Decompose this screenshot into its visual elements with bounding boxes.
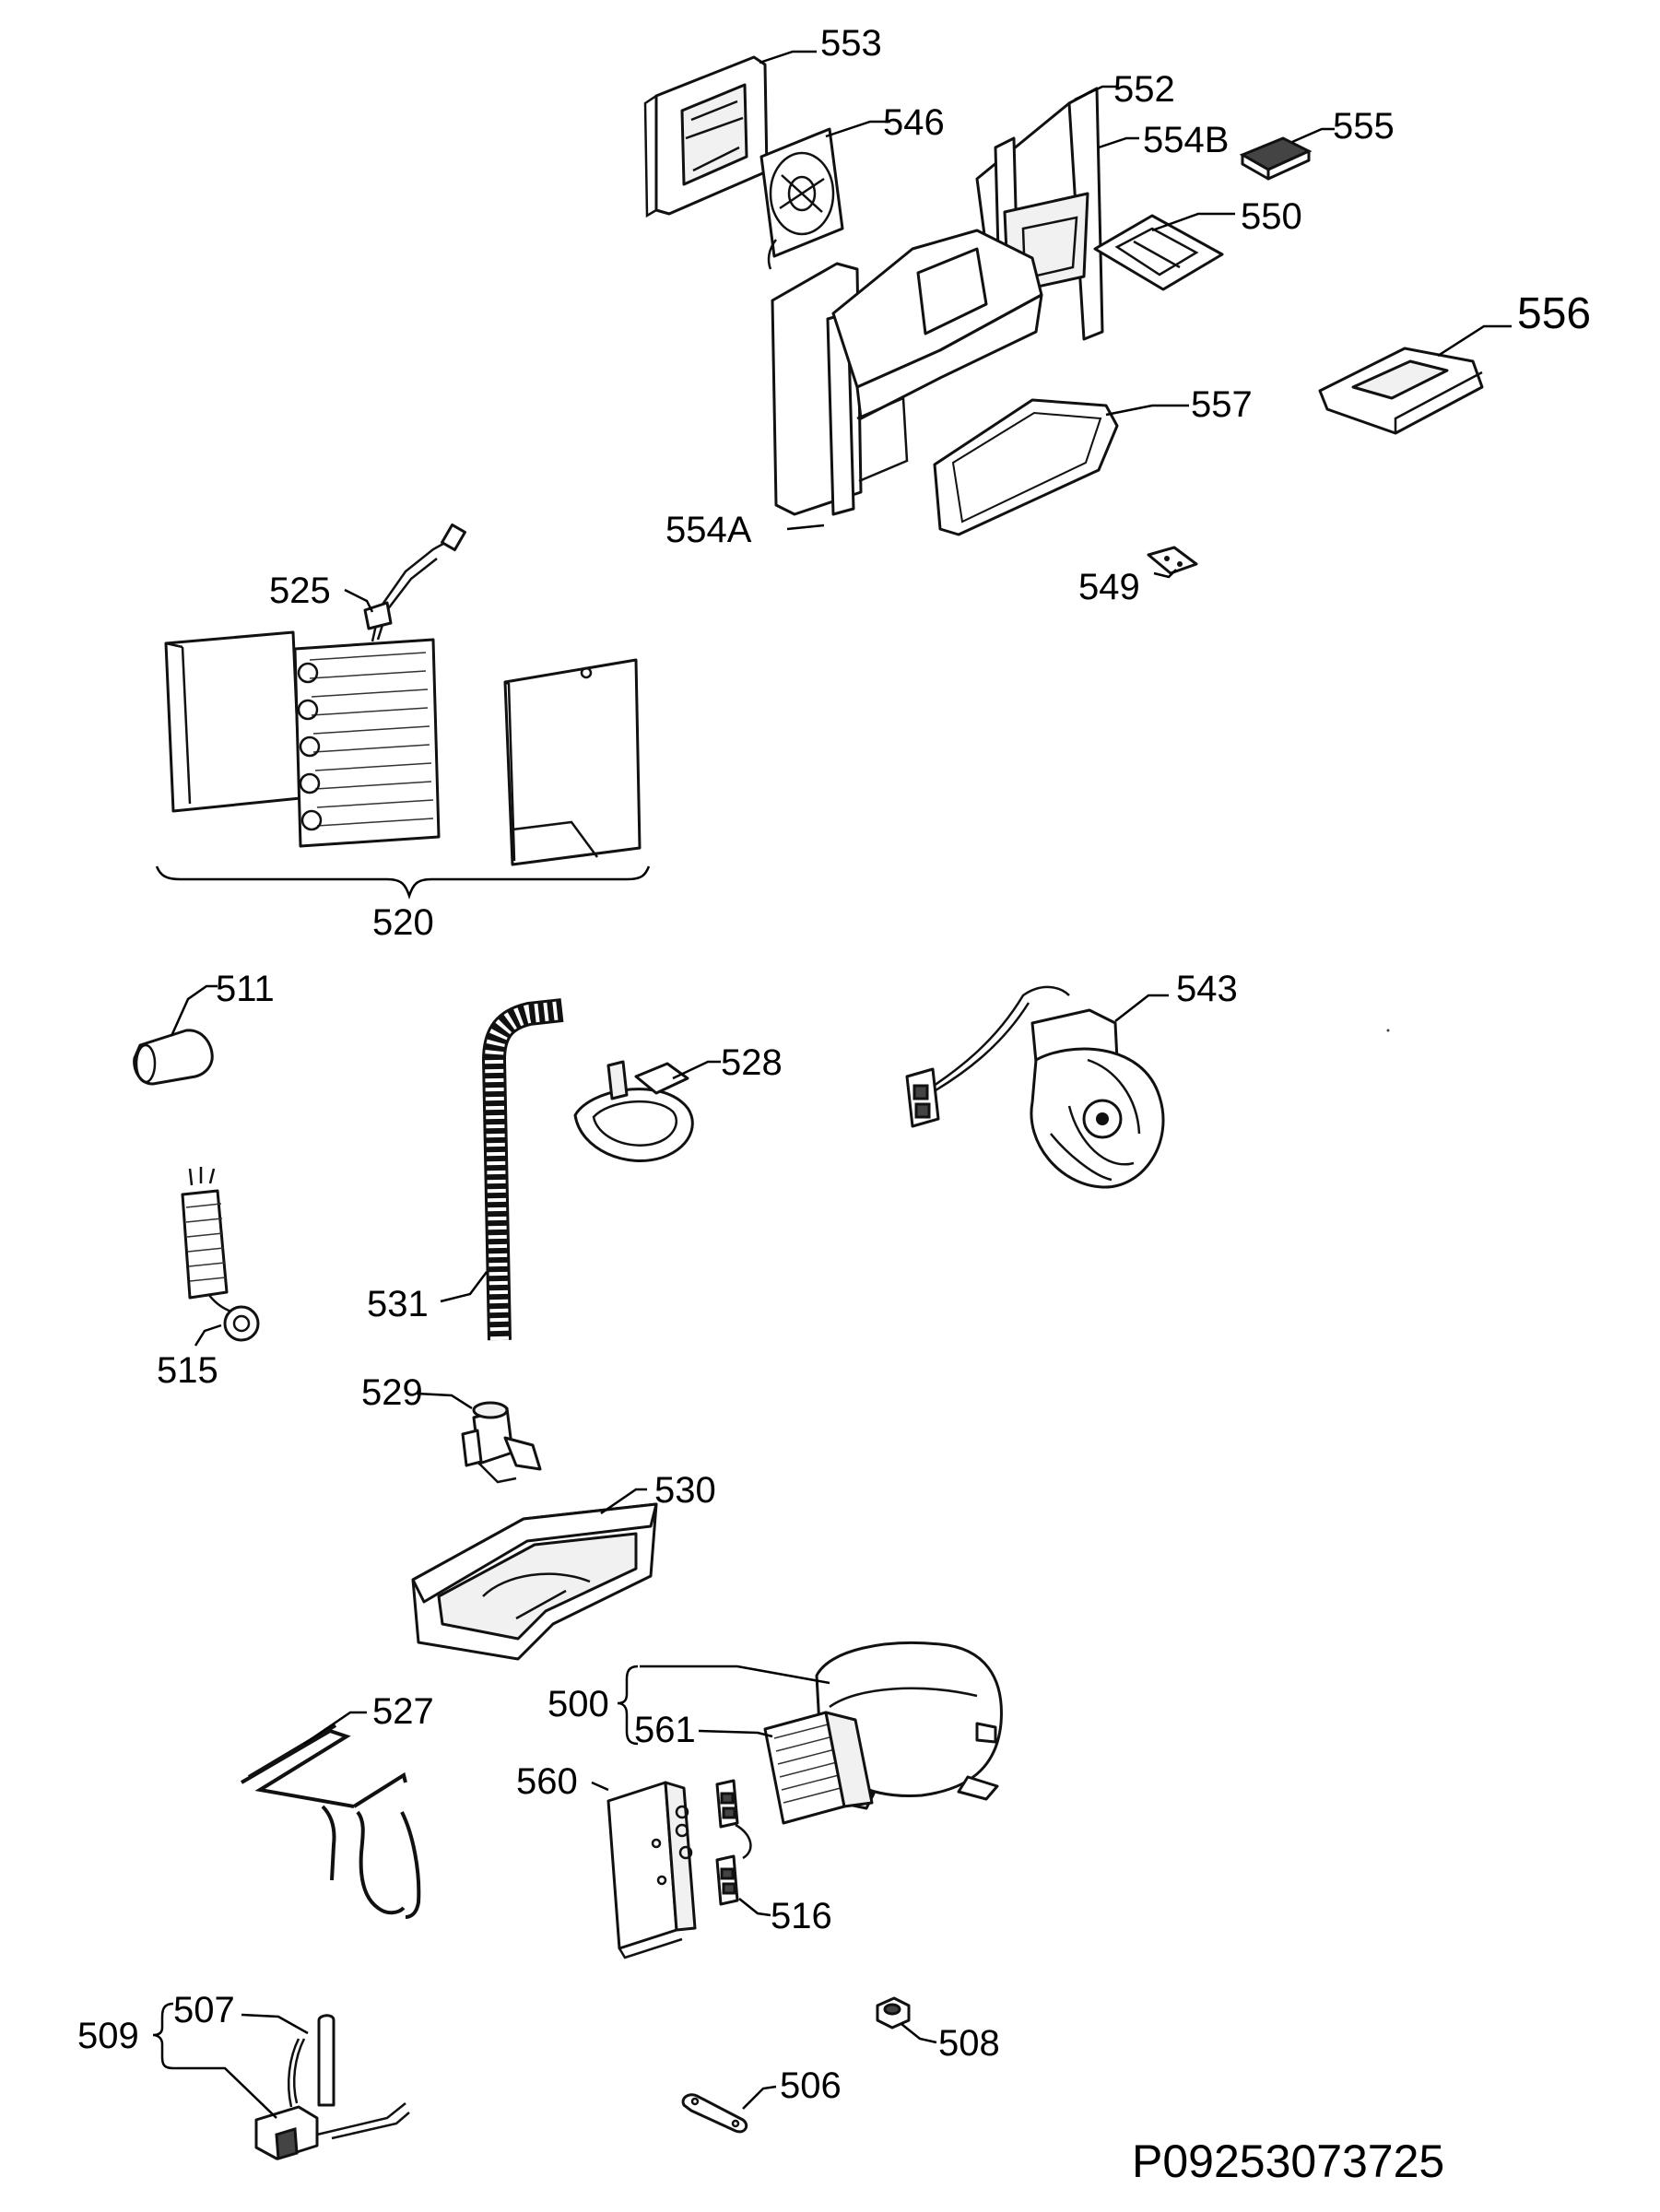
leader-556 [1437, 324, 1512, 358]
part-555-filter [1239, 136, 1313, 181]
part-511-sleeve [133, 1029, 214, 1086]
label-531: 531 [367, 1284, 429, 1324]
label-549: 549 [1078, 567, 1140, 607]
part-516-connectors [715, 1779, 752, 1906]
part-508-nut [876, 1996, 911, 2030]
leader-511 [170, 984, 218, 1037]
label-555: 555 [1333, 106, 1395, 147]
label-511: 511 [216, 969, 275, 1009]
part-561-relay [763, 1711, 874, 1825]
label-509: 509 [77, 2016, 139, 2056]
leader-531 [440, 1271, 488, 1303]
label-500: 500 [547, 1684, 609, 1724]
label-560: 560 [516, 1761, 578, 1802]
leader-553 [759, 50, 817, 65]
part-546-fan [759, 127, 844, 270]
label-550: 550 [1241, 196, 1302, 237]
label-520: 520 [372, 902, 434, 943]
leader-506 [742, 2085, 777, 2110]
leader-554b [1098, 136, 1139, 149]
leader-560 [591, 1781, 609, 1792]
leader-549 [1153, 569, 1177, 579]
brace-500-561 [617, 1665, 639, 1746]
label-553: 553 [820, 23, 882, 64]
leader-509-lower [173, 2066, 277, 2119]
leader-552 [1074, 85, 1117, 101]
label-506: 506 [780, 2065, 842, 2106]
part-528-drain-funnel [573, 1060, 694, 1162]
part-549-clip [1147, 546, 1198, 575]
part-529-valve [461, 1401, 542, 1484]
leader-507 [241, 2013, 309, 2035]
leader-515 [194, 1324, 222, 1347]
leader-530 [600, 1488, 647, 1515]
leader-527 [303, 1711, 367, 1746]
leader-557 [1105, 404, 1189, 417]
part-509-valve-assembly [254, 2014, 410, 2160]
leader-528 [672, 1060, 721, 1080]
leader-508 [901, 2023, 937, 2044]
label-529: 529 [361, 1372, 423, 1413]
label-561: 561 [634, 1710, 696, 1750]
label-554a: 554A [665, 510, 752, 550]
label-515: 515 [157, 1350, 218, 1391]
label-557: 557 [1191, 384, 1253, 425]
leader-543 [1114, 994, 1169, 1022]
leader-546 [825, 120, 890, 138]
label-528: 528 [721, 1042, 783, 1083]
part-560-cover [606, 1781, 697, 1959]
part-531-drain-hose [481, 998, 564, 1341]
part-557-gasket [933, 398, 1119, 536]
label-543: 543 [1176, 969, 1238, 1009]
part-543-fan-motor [905, 985, 1165, 1189]
part-553-louver-panel [643, 55, 769, 218]
leader-561 [698, 1729, 773, 1738]
stray-dot [1386, 1029, 1390, 1032]
leader-500 [640, 1665, 830, 1685]
label-530: 530 [654, 1470, 716, 1511]
label-556: 556 [1517, 289, 1591, 338]
part-530-drip-tray [411, 1502, 658, 1661]
leader-554a [786, 524, 825, 531]
label-554b: 554B [1143, 120, 1229, 160]
evaporator-coil-fins [297, 652, 434, 831]
leader-516 [738, 1898, 771, 1917]
document-number: P09253073725 [1132, 2136, 1444, 2187]
leader-529 [416, 1392, 473, 1410]
part-515-heater [181, 1167, 260, 1342]
part-506-strap [681, 2093, 748, 2134]
label-507: 507 [173, 1990, 235, 2030]
leader-525 [344, 588, 374, 613]
label-527: 527 [372, 1691, 434, 1732]
brace-509 [152, 2002, 174, 2070]
label-516: 516 [771, 1896, 832, 1936]
label-525: 525 [269, 571, 331, 611]
leader-550 [1151, 212, 1235, 232]
part-550-bracket [1093, 214, 1224, 291]
label-552: 552 [1113, 69, 1175, 110]
part-554a-main-duct [771, 229, 1043, 516]
label-546: 546 [883, 102, 945, 143]
label-508: 508 [938, 2023, 1000, 2064]
part-527-wire-rack [240, 1724, 421, 1919]
part-556-tray [1318, 347, 1484, 435]
part-520-evaporator-group [155, 523, 651, 900]
leader-555 [1291, 127, 1335, 144]
